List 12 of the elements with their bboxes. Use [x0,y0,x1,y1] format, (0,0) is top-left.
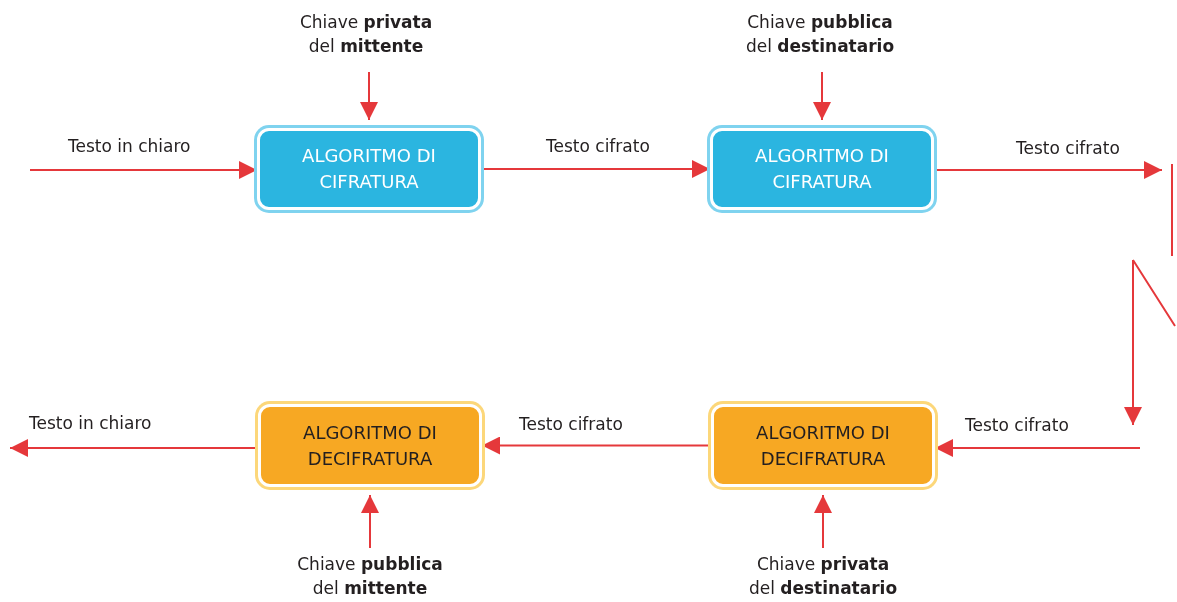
process-box: ALGORITMO DI CIFRATURA [710,128,934,210]
key-label: Chiave privata del mittente [291,8,441,60]
arrow [361,494,379,549]
key-label: Chiave privata del destinatario [748,550,898,602]
key-label: Chiave pubblica del destinatario [745,8,895,60]
arrow [814,494,832,549]
process-box: ALGORITMO DI DECIFRATURA [711,404,935,487]
arrow [360,71,378,121]
arrow [813,71,831,121]
process-box: ALGORITMO DI CIFRATURA [257,128,481,210]
process-box: ALGORITMO DI DECIFRATURA [258,404,482,487]
key-label: Chiave pubblica del mittente [295,550,445,602]
